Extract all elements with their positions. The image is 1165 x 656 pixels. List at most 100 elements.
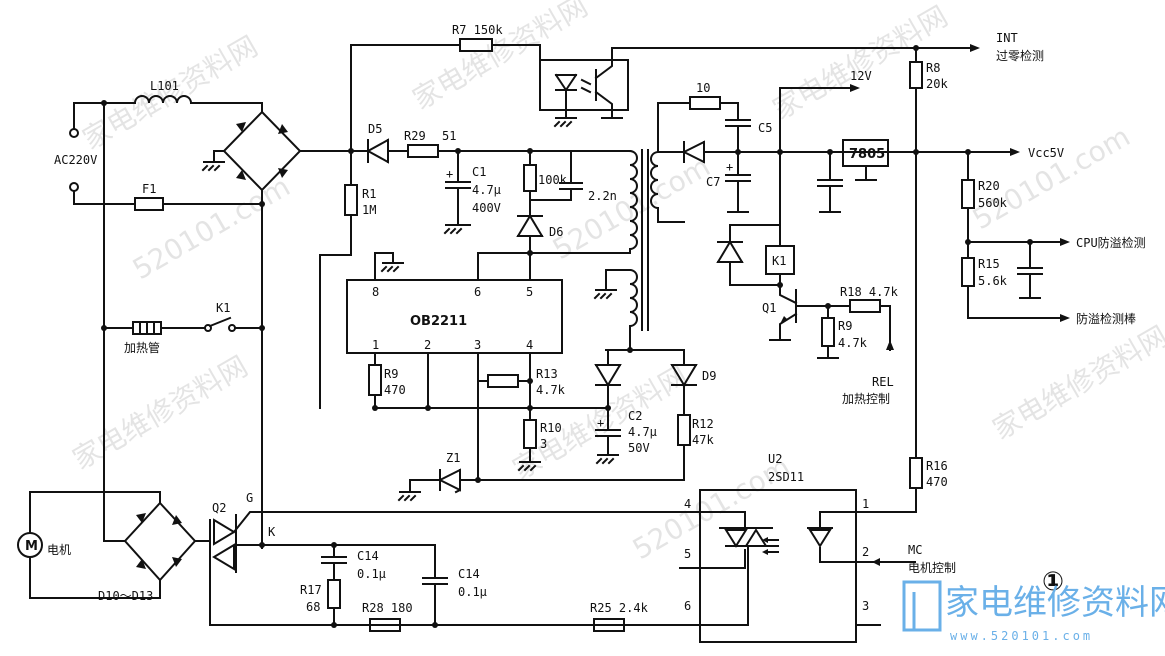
resistor-r8	[909, 61, 923, 89]
watermark-text: 家电维修资料网	[67, 349, 253, 476]
r9b-val: 4.7k	[838, 336, 868, 350]
resistor-r9b	[821, 317, 835, 347]
bridge-rectifier	[222, 110, 302, 192]
r20-val: 560k	[978, 196, 1008, 210]
watermark-text: 520101.com	[967, 120, 1136, 236]
resistor-r12	[677, 414, 691, 446]
brand-name: 家电维修资料网	[945, 583, 1165, 623]
u2-p2: 2	[862, 545, 869, 559]
resistor-r16	[909, 457, 923, 489]
overflow-rod-label: 防溢检测棒	[1076, 311, 1136, 326]
resistor-r17	[327, 579, 341, 609]
inductor-l101	[133, 95, 193, 105]
r9a-ref: R9	[384, 367, 398, 381]
r8-ref: R8	[926, 61, 940, 75]
z1-label: Z1	[446, 451, 460, 465]
d5-label: D5	[368, 122, 382, 136]
k1-relay-label: K1	[772, 254, 786, 268]
u2-p3: 3	[862, 599, 869, 613]
pin6: 6	[474, 285, 481, 299]
motor-section: M 电机 D10～D13	[17, 491, 211, 603]
r9a-val: 470	[384, 383, 406, 397]
u2-part: 2SD11	[768, 470, 804, 484]
resistor-r15	[961, 257, 975, 287]
smps-secondary: 10 C5 + C7 12V 7805 R8 20k R16 470 Vcc5V…	[650, 47, 1146, 489]
r10-val: 3	[540, 437, 547, 451]
r29-ref: R29	[404, 129, 426, 143]
motor-label: 电机	[47, 543, 71, 557]
ac-input-section: AC220V L101 F1	[54, 79, 369, 549]
rel-label: REL	[872, 375, 894, 389]
k1-switch-label: K1	[216, 301, 230, 315]
bridge-d10-d13	[123, 501, 197, 582]
r20-ref: R20	[978, 179, 1000, 193]
u2-p1: 1	[862, 497, 869, 511]
brand-logo: 家电维修资料网 www.520101.com	[902, 580, 1165, 643]
r25-label: R25 2.4k	[590, 601, 649, 615]
k-label: K	[268, 525, 276, 539]
r7-label: R7 150k	[452, 23, 503, 37]
c14b-ref: C14	[458, 567, 480, 581]
d6-label: D6	[549, 225, 563, 239]
vcc5-label: Vcc5V	[1028, 146, 1064, 160]
q1-label: Q1	[762, 301, 776, 315]
pin4: 4	[526, 338, 533, 352]
c1-val: 4.7μ	[472, 183, 501, 197]
cpu-overflow-label: CPU防溢检测	[1076, 235, 1146, 250]
resistor-r29	[407, 144, 439, 158]
r100k-label: 100k	[538, 173, 568, 187]
c22n-label: 2.2n	[588, 189, 617, 203]
k1-switch	[208, 316, 232, 328]
r15-val: 5.6k	[978, 274, 1008, 288]
fuse-label: F1	[142, 182, 156, 196]
mc-label: MC	[908, 543, 922, 557]
resistor-r13	[487, 374, 519, 388]
c14a-val: 0.1μ	[357, 567, 386, 581]
r17-val: 68	[306, 600, 320, 614]
smps-primary: D5 R29 51 + C1 4.7μ 400V R1 1M R7 150k 1…	[319, 23, 685, 409]
r9b-ref: R9	[838, 319, 852, 333]
c14b-val: 0.1μ	[458, 585, 487, 599]
bridge2-label: D10～D13	[98, 589, 153, 603]
optocoupler-zero-cross: INT 过零检测	[539, 31, 1044, 128]
q2-label: Q2	[212, 501, 226, 515]
r12-val: 47k	[692, 433, 714, 447]
r17-ref: R17	[300, 583, 322, 597]
r16-ref: R16	[926, 459, 948, 473]
inductor-label: L101	[150, 79, 179, 93]
pin3: 3	[474, 338, 481, 352]
c14a-ref: C14	[357, 549, 379, 563]
resistor-r28	[369, 618, 401, 632]
r28-label: R28 180	[362, 601, 413, 615]
g-label: G	[246, 491, 253, 505]
u2-box	[699, 489, 857, 643]
ic-name: OB2211	[410, 314, 467, 329]
figure-number: ①	[1042, 567, 1064, 597]
brand-url: www.520101.com	[950, 629, 1093, 643]
motor-ctrl-label: 电机控制	[908, 561, 956, 575]
pin5: 5	[526, 285, 533, 299]
r15-ref: R15	[978, 257, 1000, 271]
c7-label: C7	[706, 175, 720, 189]
resistor-r1	[344, 184, 358, 216]
watermark-text: 家电维修资料网	[987, 319, 1165, 446]
r29-val: 51	[442, 129, 456, 143]
pin2: 2	[424, 338, 431, 352]
reg-label: 7805	[849, 147, 885, 162]
r10b-label: 10	[696, 81, 710, 95]
c1-ref: C1	[472, 165, 486, 179]
ic-ob2211: OB2211 8 6 5 1 2 3 4 R9 470 R13 4.7k R10…	[346, 250, 609, 481]
pin8: 8	[372, 285, 379, 299]
transformer-primary	[529, 149, 638, 254]
zero-detect-label: 过零检测	[996, 48, 1044, 63]
opto-box	[539, 59, 629, 111]
r18-label: R18 4.7k	[840, 285, 899, 299]
u2-p6: 6	[684, 599, 691, 613]
r13-ref: R13	[536, 367, 558, 381]
c5-label: C5	[758, 121, 772, 135]
motor-m-label: M	[25, 539, 38, 554]
c2-val: 4.7μ	[628, 425, 657, 439]
c7-plus: +	[726, 160, 733, 174]
heater-label: 加热管	[124, 340, 160, 355]
